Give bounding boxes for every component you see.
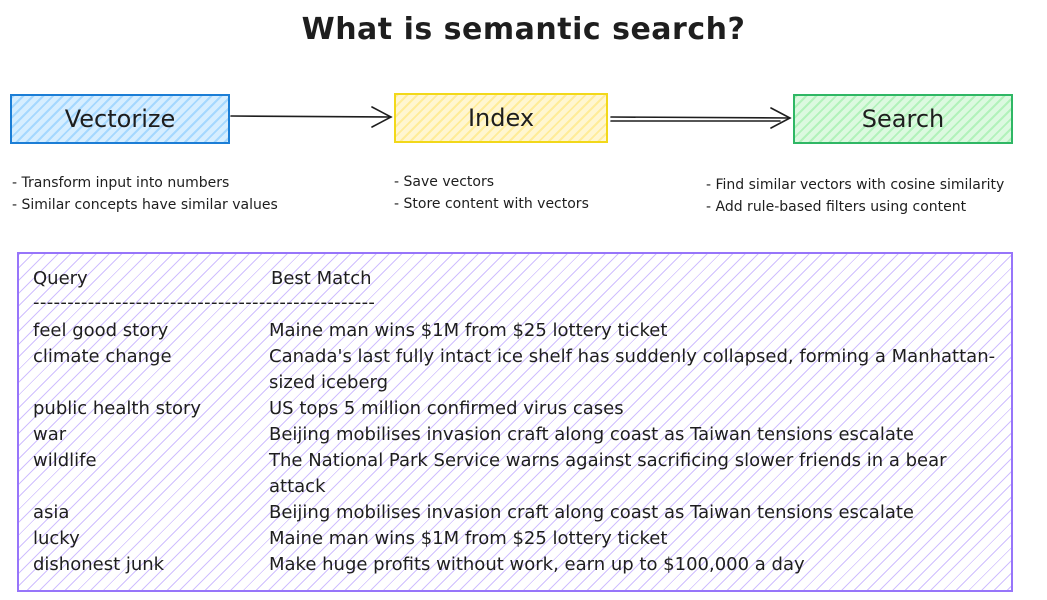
row-best-match: Beijing mobilises invasion craft along c…	[269, 502, 914, 523]
stage-search-bullet: - Add rule-based filters using content	[706, 199, 967, 215]
row-query: war	[33, 424, 67, 445]
arrow-index-to-search	[610, 116, 791, 119]
row-query: asia	[33, 502, 70, 523]
arrow-vectorize-to-index-head	[371, 106, 393, 128]
column-header-query: Query	[33, 268, 88, 289]
stage-search-label: Search	[861, 105, 945, 133]
row-query: wildlife	[33, 450, 97, 471]
column-header-best-match: Best Match	[271, 268, 372, 289]
row-best-match: Maine man wins $1M from $25 lottery tick…	[269, 528, 668, 549]
stage-vectorize-label: Vectorize	[64, 105, 176, 133]
row-query: feel good story	[33, 320, 169, 341]
stage-index-description: - Save vectors - Store content with vect…	[394, 171, 589, 215]
row-query: lucky	[33, 528, 80, 549]
row-best-match: Canada's last fully intact ice shelf has…	[269, 346, 996, 393]
stage-index: Index	[394, 93, 608, 143]
stage-search: Search	[793, 94, 1013, 144]
stage-vectorize-bullet: - Transform input into numbers	[12, 175, 230, 191]
stage-index-bullet: - Store content with vectors	[394, 196, 589, 212]
row-query: public health story	[33, 398, 202, 419]
row-best-match: Make huge profits without work, earn up …	[269, 554, 805, 575]
row-best-match: US tops 5 million confirmed virus cases	[269, 398, 624, 419]
row-best-match: Maine man wins $1M from $25 lottery tick…	[269, 320, 668, 341]
row-best-match: Beijing mobilises invasion craft along c…	[269, 424, 914, 445]
header-separator: ----------------------------------------…	[33, 292, 376, 313]
stage-vectorize-bullet: - Similar concepts have similar values	[12, 197, 278, 213]
row-query: climate change	[33, 346, 172, 367]
stage-search-description: - Find similar vectors with cosine simil…	[706, 174, 1004, 218]
stage-vectorize-description: - Transform input into numbers - Similar…	[12, 172, 278, 216]
stage-vectorize: Vectorize	[10, 94, 230, 144]
arrow-index-to-search-head	[770, 107, 792, 129]
diagram-title: What is semantic search?	[301, 12, 746, 47]
examples-table: Query Best Match -----------------------…	[17, 252, 1013, 592]
stage-index-bullet: - Save vectors	[394, 174, 495, 190]
row-best-match: The National Park Service warns against …	[269, 450, 947, 497]
arrow-vectorize-to-index	[230, 115, 392, 118]
row-query: dishonest junk	[33, 554, 165, 575]
stage-index-label: Index	[467, 104, 535, 132]
stage-search-bullet: - Find similar vectors with cosine simil…	[706, 177, 1005, 193]
